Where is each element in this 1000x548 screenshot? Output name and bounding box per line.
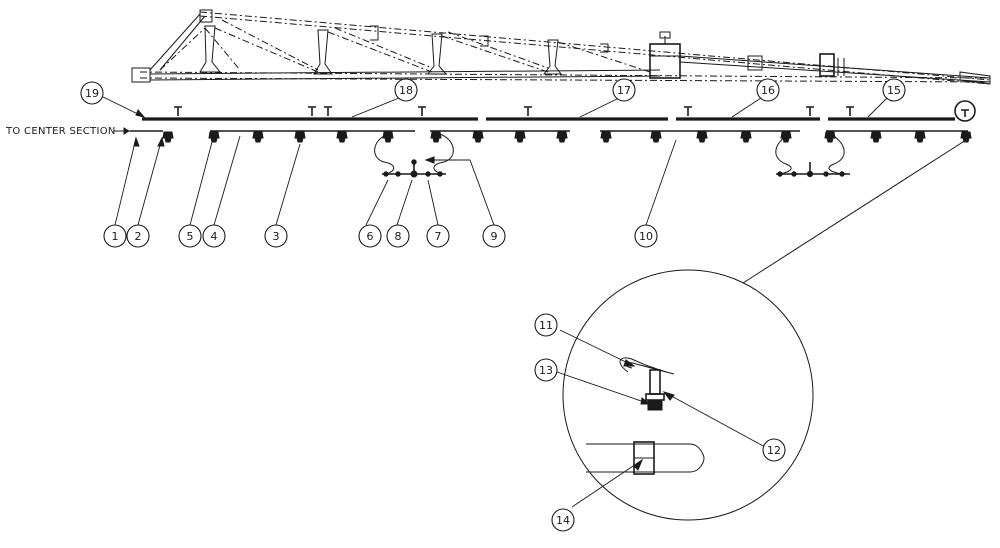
nozzle-bars bbox=[122, 130, 972, 178]
nozzle-body bbox=[914, 131, 926, 143]
boom-drop-fittings bbox=[383, 159, 443, 178]
nozzle-body bbox=[824, 131, 836, 143]
nozzle-body bbox=[208, 131, 220, 143]
part-balloon-10: 10 bbox=[634, 224, 658, 248]
nozzle-body bbox=[740, 131, 752, 143]
nozzle-body bbox=[870, 131, 882, 143]
part-balloon-6: 6 bbox=[358, 224, 382, 248]
nozzle-body bbox=[556, 131, 568, 143]
feed-line bbox=[142, 100, 976, 122]
balloon-circle bbox=[386, 224, 410, 248]
balloon-circle bbox=[202, 224, 226, 248]
balloon-circle bbox=[756, 78, 780, 102]
nozzle-body bbox=[252, 131, 264, 143]
part-balloon-19: 19 bbox=[80, 81, 104, 105]
balloon-circle bbox=[482, 224, 506, 248]
balloon-number: 11 bbox=[539, 319, 553, 332]
part-balloon-2: 2 bbox=[126, 224, 150, 248]
balloon-number: 15 bbox=[887, 84, 901, 97]
balloon-circle bbox=[882, 78, 906, 102]
balloon-circle bbox=[534, 313, 558, 337]
balloon-number: 19 bbox=[85, 87, 99, 100]
balloon-circle bbox=[534, 358, 558, 382]
nozzle-body bbox=[696, 131, 708, 143]
part-balloon-3: 3 bbox=[264, 224, 288, 248]
nozzle-body bbox=[600, 131, 612, 143]
balloon-number: 13 bbox=[539, 364, 553, 377]
nozzle-body bbox=[430, 131, 442, 143]
balloon-number: 1 bbox=[112, 230, 119, 243]
balloon-number: 10 bbox=[639, 230, 653, 243]
balloon-circle bbox=[551, 508, 575, 532]
part-balloon-8: 8 bbox=[386, 224, 410, 248]
balloon-number: 5 bbox=[187, 230, 194, 243]
balloon-circle bbox=[358, 224, 382, 248]
nozzle-body bbox=[294, 131, 306, 143]
balloon-number: 4 bbox=[211, 230, 218, 243]
part-balloon-12: 12 bbox=[762, 438, 786, 462]
balloon-number: 7 bbox=[435, 230, 442, 243]
balloon-circle bbox=[634, 224, 658, 248]
part-balloon-11: 11 bbox=[534, 313, 558, 337]
balloon-number: 12 bbox=[767, 444, 781, 457]
center-section-label: TO CENTER SECTION bbox=[5, 126, 116, 137]
detail-view bbox=[562, 139, 967, 521]
nozzle-body bbox=[336, 131, 348, 143]
part-balloon-16: 16 bbox=[756, 78, 780, 102]
balloon-number: 6 bbox=[367, 230, 374, 243]
callout-leaders bbox=[100, 95, 888, 508]
balloon-circle bbox=[394, 78, 418, 102]
part-balloon-17: 17 bbox=[612, 78, 636, 102]
balloon-number: 16 bbox=[761, 84, 775, 97]
nozzle-body bbox=[472, 131, 484, 143]
balloon-number: 18 bbox=[399, 84, 413, 97]
balloon-circle bbox=[126, 224, 150, 248]
part-balloon-9: 9 bbox=[482, 224, 506, 248]
part-balloon-7: 7 bbox=[426, 224, 450, 248]
part-balloon-4: 4 bbox=[202, 224, 226, 248]
part-balloon-18: 18 bbox=[394, 78, 418, 102]
balloon-number: 14 bbox=[556, 514, 570, 527]
part-balloon-1: 1 bbox=[103, 224, 127, 248]
part-balloon-13: 13 bbox=[534, 358, 558, 382]
balloon-number: 3 bbox=[273, 230, 280, 243]
nozzle-body bbox=[162, 131, 174, 143]
nozzle-body bbox=[382, 131, 394, 143]
balloon-circle bbox=[426, 224, 450, 248]
nozzles bbox=[162, 131, 972, 143]
balloon-circle bbox=[264, 224, 288, 248]
balloon-number: 9 bbox=[491, 230, 498, 243]
part-balloon-5: 5 bbox=[178, 224, 202, 248]
balloon-number: 2 bbox=[135, 230, 142, 243]
balloon-circle bbox=[178, 224, 202, 248]
balloon-circle bbox=[103, 224, 127, 248]
nozzle-body bbox=[650, 131, 662, 143]
nozzle-body bbox=[514, 131, 526, 143]
balloon-number: 17 bbox=[617, 84, 631, 97]
balloon-circle bbox=[762, 438, 786, 462]
nozzle-body bbox=[780, 131, 792, 143]
tee-fittings bbox=[174, 106, 854, 116]
part-balloon-15: 15 bbox=[882, 78, 906, 102]
balloon-circle bbox=[612, 78, 636, 102]
part-balloon-14: 14 bbox=[551, 508, 575, 532]
boom-truss bbox=[131, 9, 991, 85]
balloon-number: 8 bbox=[395, 230, 402, 243]
balloon-circle bbox=[80, 81, 104, 105]
